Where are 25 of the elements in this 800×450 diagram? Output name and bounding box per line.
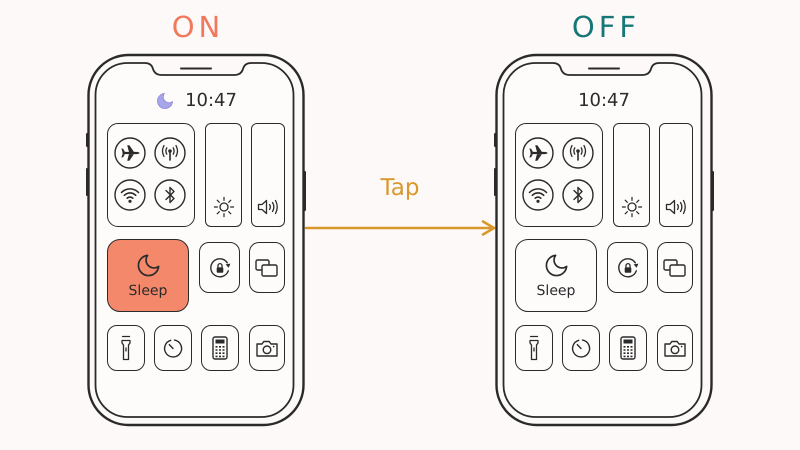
connectivity-panel: [107, 123, 195, 227]
state-heading: OFF: [570, 11, 640, 43]
camera-button: [657, 325, 693, 371]
rotation-lock-button: [199, 242, 240, 293]
calculator-button: [201, 325, 239, 371]
flashlight-button: [515, 325, 553, 371]
clock-time: 10:47: [578, 90, 630, 112]
screen-mirroring-button: [249, 242, 285, 293]
connectivity-panel: [515, 123, 603, 227]
clock-time: 10:47: [185, 90, 237, 112]
timer-button: [154, 325, 192, 371]
screen-mirroring-button: [657, 242, 693, 293]
calculator-button: [609, 325, 647, 371]
camera-button: [249, 325, 285, 371]
state-heading: ON: [170, 11, 224, 43]
arrow: [304, 220, 496, 236]
brightness-slider: [613, 123, 650, 227]
brightness-slider: [205, 123, 242, 227]
timer-button: [562, 325, 600, 371]
volume-slider: [251, 123, 285, 227]
volume-slider: [659, 123, 693, 227]
sleep-button: Sleep: [515, 239, 597, 312]
rotation-lock-button: [607, 242, 648, 293]
flashlight-button: [107, 325, 145, 371]
sleep-button: Sleep: [107, 239, 189, 312]
